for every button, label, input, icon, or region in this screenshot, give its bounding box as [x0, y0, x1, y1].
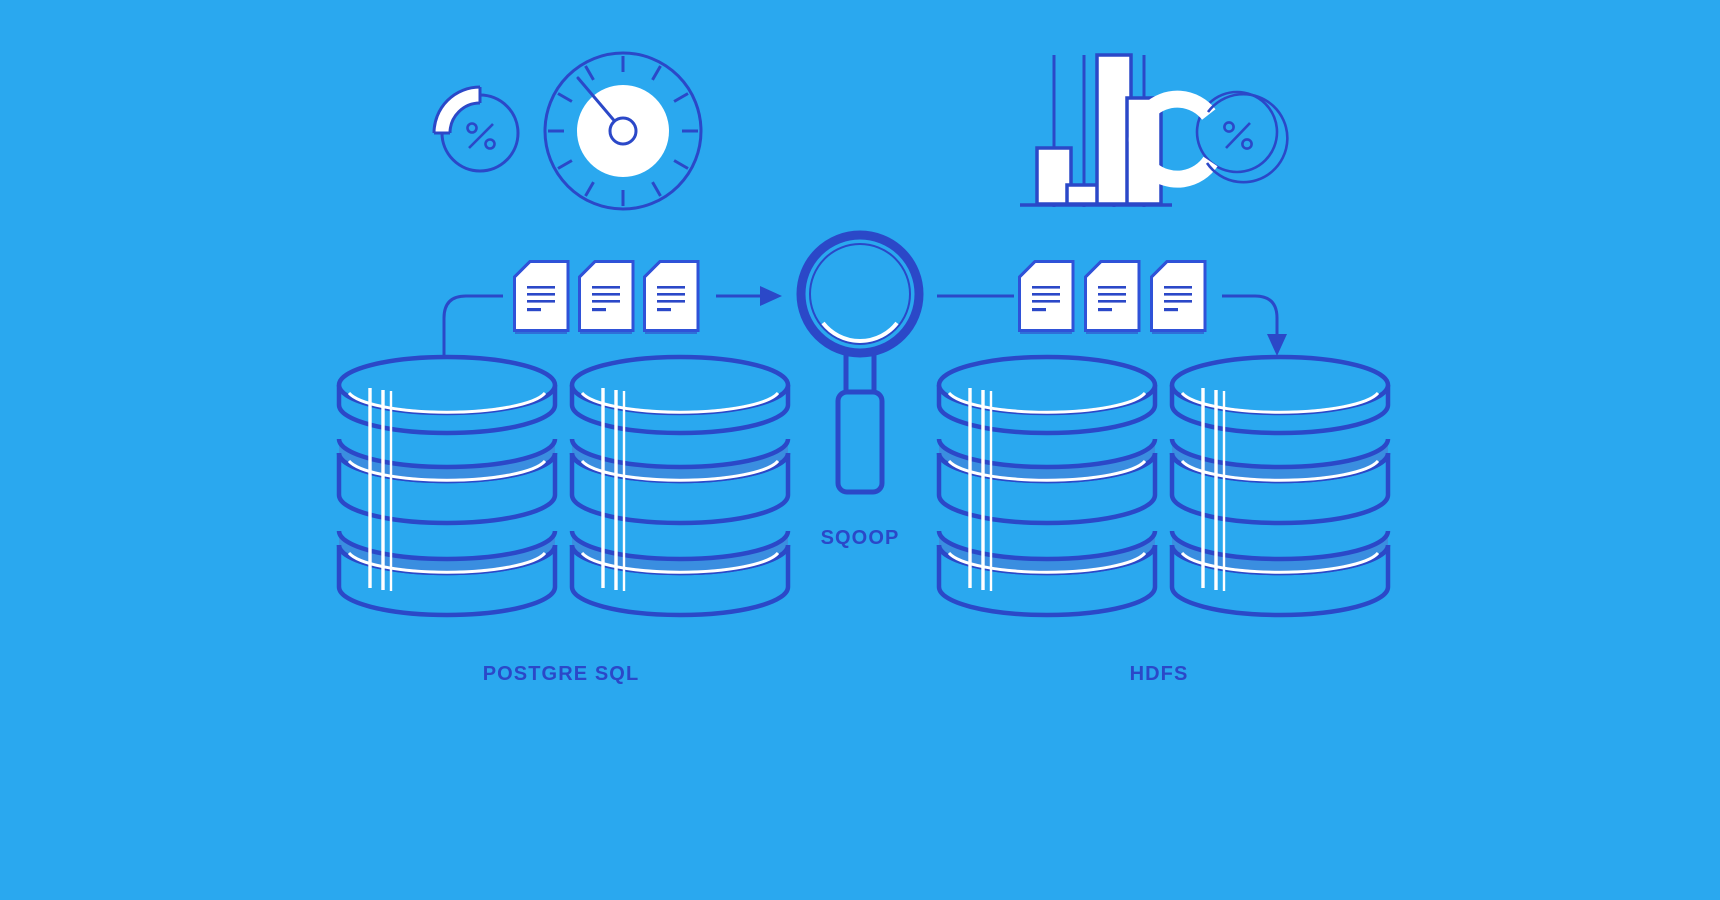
document-page-icon: [578, 260, 635, 336]
document-page-icon: [513, 260, 570, 336]
database-cylinder-icon: [1172, 357, 1388, 615]
documents-to-target-elbow: [1222, 294, 1287, 356]
document-group-left: [513, 260, 700, 336]
database-cylinder-icon: [339, 357, 555, 615]
percent-donut-right-icon: [1128, 90, 1289, 188]
magnifier-icon: [796, 230, 924, 495]
document-page-icon: [1150, 260, 1207, 336]
document-group-right: [1018, 260, 1207, 336]
hdfs-label: HDFS: [1130, 663, 1189, 685]
source-to-documents-elbow: [442, 294, 503, 364]
database-cylinder-icon: [572, 357, 788, 615]
document-page-icon: [643, 260, 700, 336]
database-cylinder-icon: [939, 357, 1155, 615]
postgresql-label: POSTGRE SQL: [483, 663, 640, 685]
sqoop-label: SQOOP: [821, 527, 900, 549]
percent-donut-left-icon: [432, 85, 520, 173]
clock-gauge-icon: [543, 51, 703, 211]
document-page-icon: [1084, 260, 1141, 336]
document-page-icon: [1018, 260, 1075, 336]
